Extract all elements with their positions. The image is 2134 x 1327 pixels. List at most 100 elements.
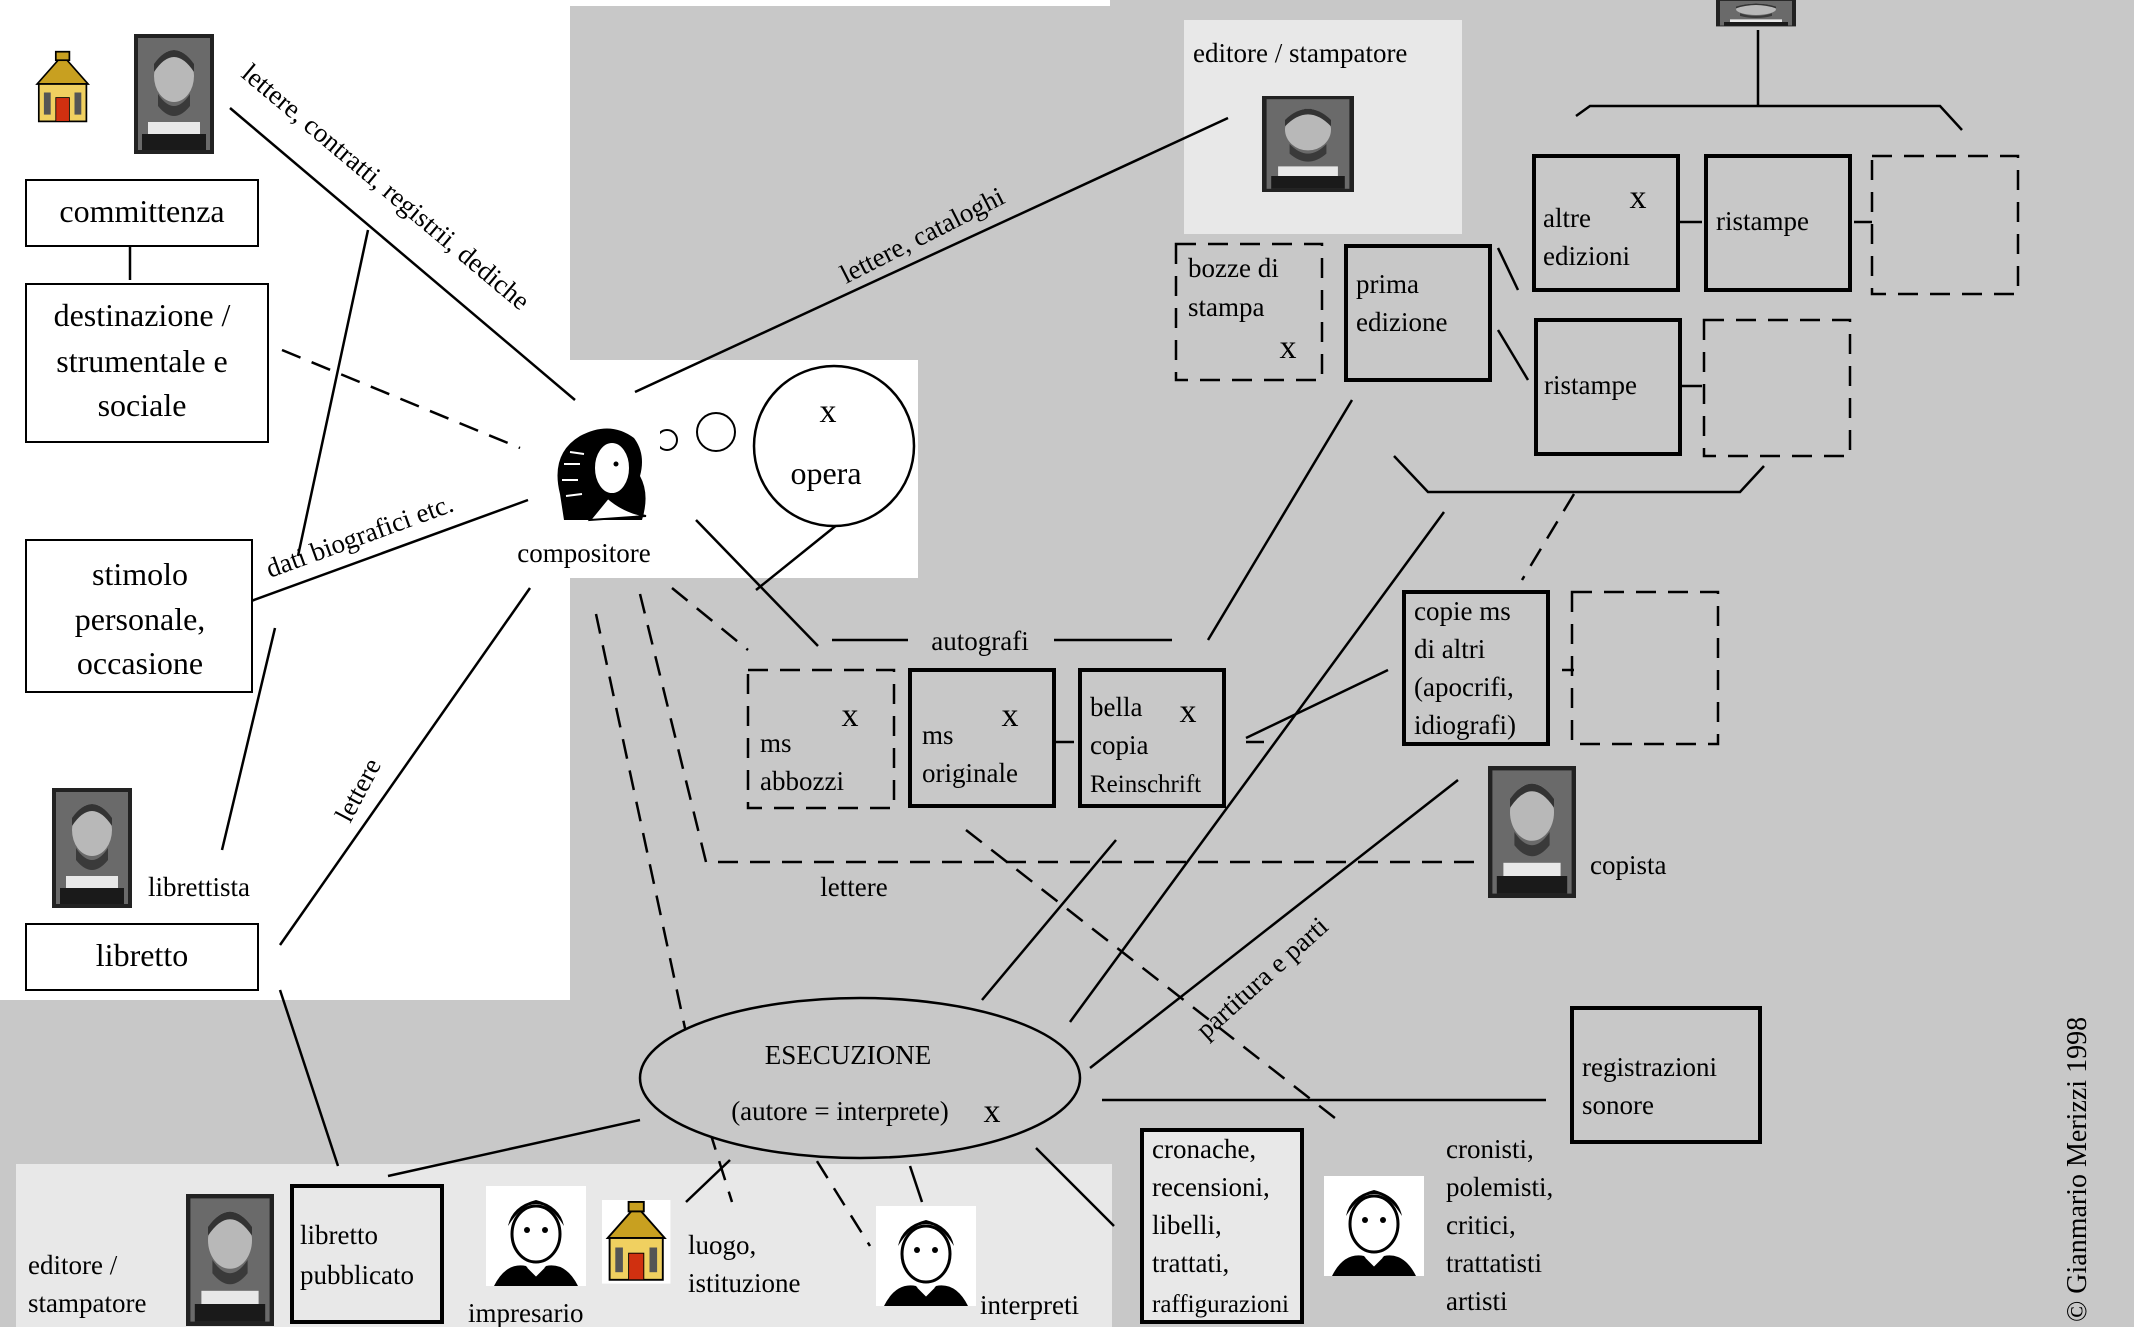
altre-label-1: altre: [1543, 203, 1591, 233]
building-icon: [31, 49, 95, 126]
librettist-portrait-icon: [52, 788, 132, 908]
editore-bottom-label-1: editore /: [28, 1250, 118, 1280]
prima-label-1: prima: [1356, 269, 1419, 299]
luogo-label-1: luogo,: [688, 1230, 756, 1260]
performers-engraved-icon: [874, 1204, 978, 1308]
bella-label-2: copia: [1090, 730, 1148, 760]
ristampe-box-1: [1704, 154, 1852, 292]
cronache-label-1: cronache,: [1152, 1134, 1256, 1164]
ms-originale-box: [908, 668, 1056, 808]
solid-boxes: [25, 179, 269, 991]
originale-x-mark: x: [1002, 697, 1019, 734]
abbozzi-x-mark: x: [842, 697, 859, 734]
libretto-label: libretto: [96, 937, 188, 973]
committenza-label: committenza: [59, 193, 224, 229]
institution-building-icon: [601, 1199, 672, 1285]
bozze-label-2: stampa: [1188, 292, 1264, 322]
prima-edizione-box: [1344, 244, 1492, 382]
cronache-label-5: raffigurazioni: [1152, 1291, 1289, 1318]
bella-label-1: bella: [1090, 692, 1142, 722]
registrazioni-label-1: registrazioni: [1582, 1052, 1717, 1082]
bozze-x-mark: x: [1280, 329, 1297, 366]
originale-label-1: ms: [922, 720, 954, 750]
copyist-portrait-icon: [1488, 766, 1576, 898]
compositore-label: compositore: [517, 538, 650, 568]
copista-label: copista: [1590, 850, 1666, 880]
stimolo-label-3: occasione: [77, 645, 203, 681]
composer-portrait-icon: [549, 423, 661, 525]
libretto-pubblicato-label-2: pubblicato: [300, 1260, 414, 1290]
destinazione-label-1: destinazione /: [54, 297, 231, 333]
cronache-label-4: trattati,: [1152, 1248, 1229, 1278]
opera-x-mark: x: [820, 393, 837, 430]
esecuzione-x-mark: x: [984, 1093, 1001, 1130]
libretto-pubblicato-box: [290, 1184, 444, 1324]
libretto-pubblicato-label-1: libretto: [300, 1220, 378, 1250]
copyright-label: © Gianmario Merizzi 1998: [2062, 1017, 2093, 1322]
altre-label-2: edizioni: [1543, 241, 1630, 271]
bozze-label-1: bozze di: [1188, 253, 1279, 283]
ristampe-box-2: [1534, 318, 1682, 456]
top-portrait-icon: [1716, 0, 1796, 27]
empty-dashed-box-2: [1702, 318, 1852, 458]
copie-label-3: (apocrifi,: [1414, 672, 1514, 702]
lettere-dashed-label: lettere: [820, 872, 887, 902]
dashed-boxes: [746, 154, 2020, 810]
cronache-label-3: libelli,: [1152, 1210, 1222, 1240]
stimolo-label-2: personale,: [75, 601, 206, 637]
ms-abbozzi-box: [746, 668, 896, 810]
impresario-label: impresario: [468, 1298, 583, 1327]
cronisti-label-5: artisti: [1446, 1286, 1508, 1316]
bottom-publisher-portrait-icon: [186, 1194, 274, 1326]
cronache-label-2: recensioni,: [1152, 1172, 1270, 1202]
copie-ms-box: [1402, 590, 1550, 746]
bella-copia-box: [1078, 668, 1226, 808]
copie-label-1: copie ms: [1414, 596, 1511, 626]
portrait-icon: [134, 34, 214, 154]
prima-label-2: edizione: [1356, 307, 1447, 337]
copie-label-2: di altri: [1414, 634, 1485, 664]
registrazioni-box: [1570, 1006, 1762, 1144]
autografi-label: autografi: [931, 626, 1028, 656]
critics-engraved-icon: [1322, 1174, 1426, 1278]
cronisti-label-4: trattatisti: [1446, 1248, 1542, 1278]
ristampe-label-1: ristampe: [1716, 206, 1809, 236]
interpreti-label: interpreti: [980, 1290, 1079, 1320]
libretto-box: [25, 923, 259, 991]
destinazione-box: [25, 283, 269, 443]
luogo-label-2: istituzione: [688, 1268, 800, 1298]
solid-connections: [128, 30, 1963, 1227]
empty-dashed-box-1: [1870, 154, 2020, 296]
abbozzi-label-2: abbozzi: [760, 766, 844, 796]
opera-label: opera: [790, 455, 861, 491]
empty-dashed-box-3: [1570, 590, 1720, 746]
opera-bubble: [752, 364, 916, 528]
originale-label-2: originale: [922, 758, 1018, 788]
bozze-di-stampa-box: [1174, 242, 1324, 382]
altre-edizioni-box: [1532, 154, 1680, 292]
publisher-portrait-icon: [1262, 96, 1354, 192]
librettista-label: librettista: [148, 872, 250, 902]
editore-bottom-label-2: stampatore: [28, 1288, 146, 1318]
top-white-strip: [430, 0, 1110, 6]
abbozzi-label-1: ms: [760, 728, 792, 758]
stimolo-box: [25, 539, 253, 693]
autore-interprete-label: (autore = interprete): [731, 1096, 949, 1126]
impresario-engraved-icon: [484, 1184, 588, 1288]
thought-bubble-medium: [696, 412, 736, 452]
editore-stampatore-top-label: editore / stampatore: [1193, 38, 1407, 68]
committenza-box: [25, 179, 259, 247]
stimolo-label-1: stimolo: [92, 556, 188, 592]
cronisti-label-1: cronisti,: [1446, 1134, 1534, 1164]
cronisti-label-3: critici,: [1446, 1210, 1516, 1240]
registrazioni-label-2: sonore: [1582, 1090, 1654, 1120]
destinazione-label-2: strumentale e: [56, 343, 227, 379]
esecuzione-ellipse: [638, 996, 1082, 1160]
ristampe-label-2: ristampe: [1544, 370, 1637, 400]
copie-label-4: idiografi): [1414, 710, 1516, 740]
altre-x-mark: x: [1630, 179, 1647, 216]
bella-label-3: Reinschrift: [1090, 771, 1201, 798]
bella-x-mark: x: [1180, 693, 1197, 730]
